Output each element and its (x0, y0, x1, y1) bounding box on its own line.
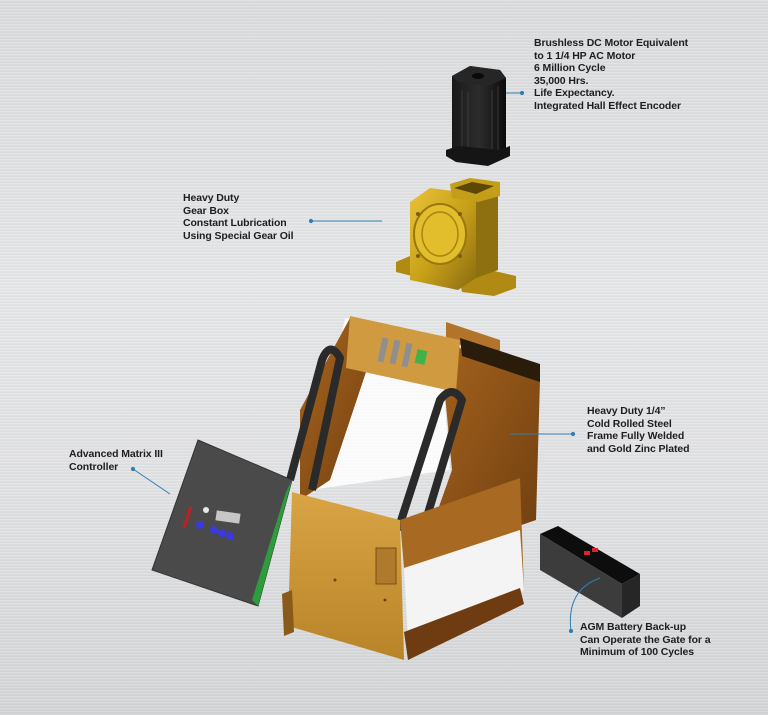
gearbox-label-line: Gear Box (183, 204, 229, 217)
frame-label-line: Cold Rolled Steel (587, 417, 672, 430)
gearbox-callout-label: Heavy Duty Gear Box Constant Lubrication… (183, 192, 294, 242)
gearbox-label-line: Using Special Gear Oil (183, 229, 294, 242)
motor-label-line: Brushless DC Motor Equivalent (534, 37, 689, 49)
battery-image (540, 526, 640, 618)
gearbox-label-line: Heavy Duty (183, 192, 240, 204)
gearbox-label-line: Constant Lubrication (183, 217, 287, 230)
motor-label-line: to 1 1/4 HP AC Motor (534, 49, 636, 62)
frame-label-line: and Gold Zinc Plated (587, 442, 690, 455)
motor-label-line: Integrated Hall Effect Encoder (534, 99, 681, 112)
battery-label-line: Minimum of 100 Cycles (580, 646, 695, 659)
motor-label-line: 6 Million Cycle (534, 62, 606, 75)
motor-callout-label: Brushless DC Motor Equivalent to 1 1/4 H… (534, 37, 688, 113)
battery-callout-label: AGM Battery Back-up Can Operate the Gate… (580, 621, 711, 659)
callout-lines (130, 90, 601, 634)
motor-image (446, 66, 510, 166)
battery-label-line: Can Operate the Gate for a (580, 633, 711, 646)
frame-label-line: Heavy Duty 1/4” (587, 405, 666, 417)
controller-label-line: Advanced Matrix III (69, 448, 163, 460)
frame-image (282, 316, 540, 660)
battery-label-line: AGM Battery Back-up (580, 621, 687, 633)
motor-label-line: Life Expectancy. (534, 87, 615, 100)
controller-callout-label: Advanced Matrix III Controller (69, 448, 163, 473)
frame-callout-label: Heavy Duty 1/4” Cold Rolled Steel Frame … (587, 405, 690, 455)
gearbox-image (396, 178, 516, 296)
controller-label-line: Controller (69, 460, 119, 473)
controller-image (151, 439, 293, 607)
frame-label-line: Frame Fully Welded (587, 430, 685, 443)
motor-label-line: 35,000 Hrs. (534, 74, 589, 87)
